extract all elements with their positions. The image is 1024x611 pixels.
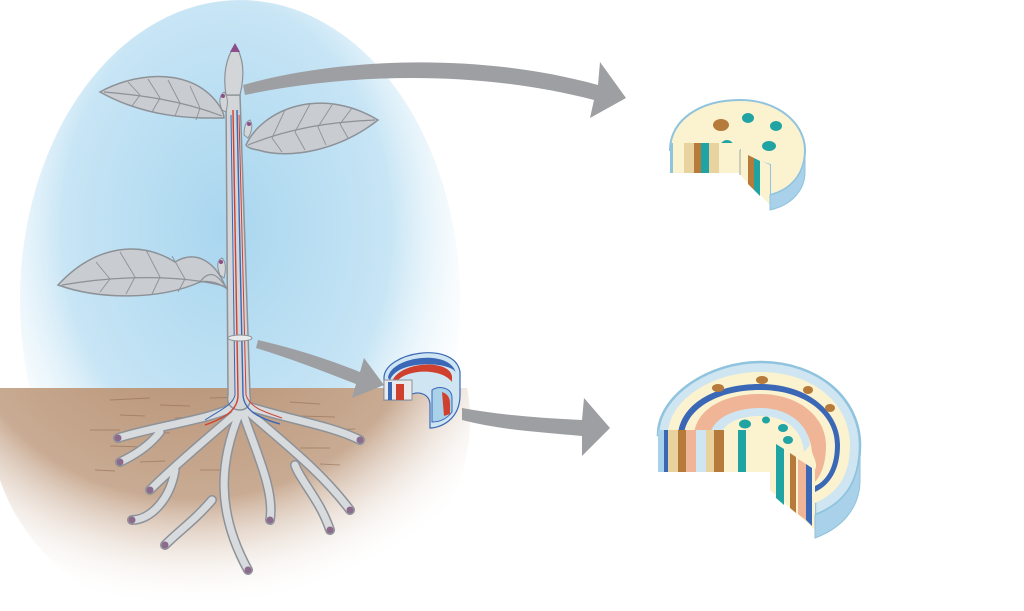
arrow-tube-to-section <box>462 398 610 456</box>
stem-section-marker <box>227 334 253 342</box>
arrow-shoot-to-section <box>243 62 626 118</box>
leaf-upper-left <box>98 75 225 121</box>
leaf-upper-right <box>245 102 380 155</box>
terminal-bud-tip <box>230 43 240 52</box>
lower-knob-1 <box>712 384 724 392</box>
leaf-lower-left <box>56 248 228 297</box>
upper-bundle-3 <box>770 121 782 131</box>
stem-segment-cutaway <box>383 352 461 429</box>
stem-xylem-2 <box>238 114 283 419</box>
upper-bundle-2 <box>742 113 754 123</box>
petiole-lower <box>199 273 229 291</box>
lower-bundle-2 <box>762 416 770 424</box>
lower-cross-section <box>656 360 862 539</box>
upper-cross-section <box>668 98 807 211</box>
upper-bundle-1 <box>713 119 729 131</box>
soil-background <box>0 388 470 611</box>
lower-bundle-4 <box>783 436 793 444</box>
arrow-stem-to-tube <box>256 340 384 398</box>
stem-phloem-2 <box>204 114 236 421</box>
upper-bundle-5 <box>762 141 776 151</box>
axillary-bud-tips <box>219 94 251 264</box>
lower-bundle-3 <box>778 424 788 432</box>
stem-xylem <box>204 109 239 426</box>
lower-knob-4 <box>825 404 835 412</box>
stem-phloem <box>236 109 281 425</box>
root-tips <box>114 434 364 574</box>
lower-bundle-1 <box>739 419 751 429</box>
lower-knob-3 <box>803 386 813 394</box>
lower-knob-2 <box>756 376 768 384</box>
